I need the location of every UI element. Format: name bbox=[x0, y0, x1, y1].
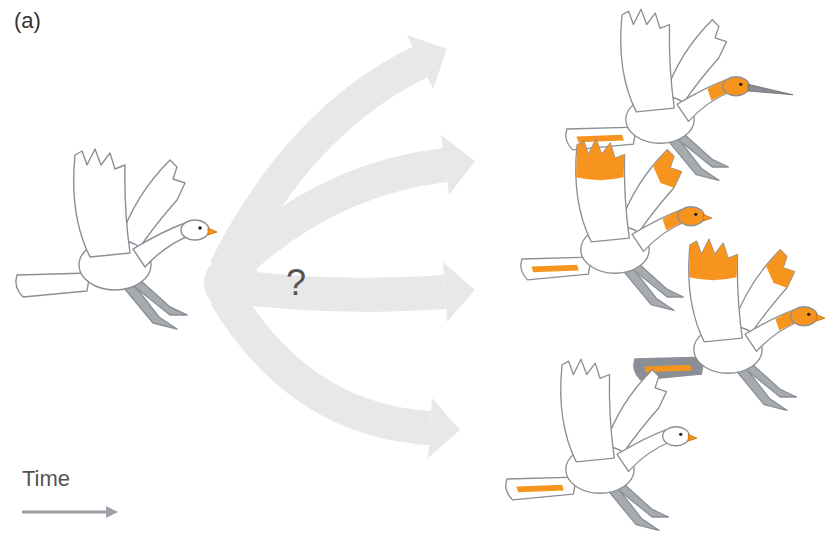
axis-label: Time bbox=[22, 466, 70, 492]
question-mark: ? bbox=[286, 262, 306, 304]
panel-label: (a) bbox=[14, 8, 41, 34]
